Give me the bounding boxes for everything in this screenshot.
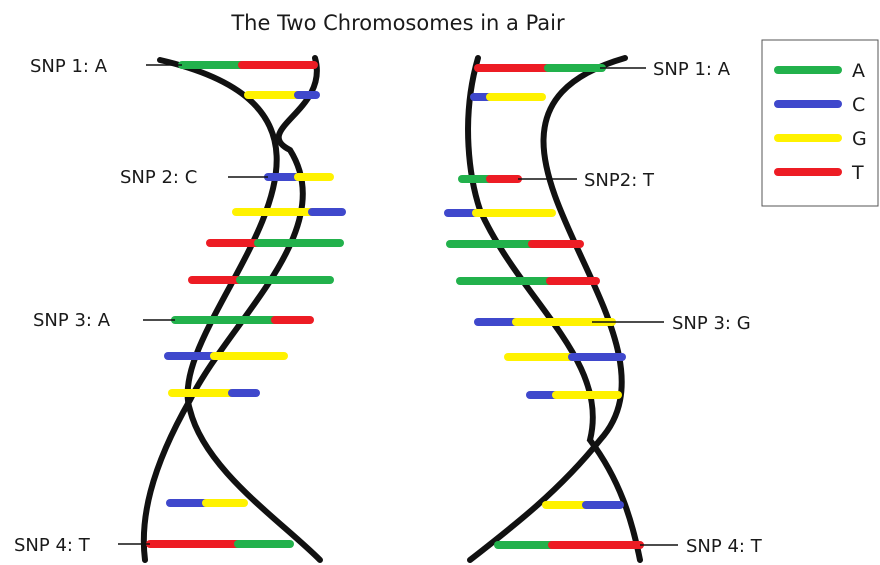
- left-chromosome: SNP 1: A SNP 2: C SNP 3: A SNP 4: T: [14, 56, 342, 560]
- right-chromosome: SNP 1: A SNP2: T SNP 3: G SNP 4: T: [448, 58, 763, 560]
- left-snp4-label: SNP 4: T: [14, 535, 91, 556]
- left-snp1-label: SNP 1: A: [30, 56, 108, 77]
- left-backbone-strand-1: [160, 60, 320, 560]
- left-snp3-label: SNP 3: A: [33, 310, 111, 331]
- legend-label-C: C: [852, 94, 865, 116]
- legend-label-A: A: [852, 60, 865, 82]
- right-snp4-label: SNP 4: T: [686, 536, 763, 557]
- diagram-title: The Two Chromosomes in a Pair: [230, 11, 565, 35]
- right-snp1-label: SNP 1: A: [653, 59, 731, 80]
- right-backbone-strand-1: [470, 58, 625, 560]
- right-snp2-label: SNP2: T: [584, 170, 655, 191]
- left-snp2-label: SNP 2: C: [120, 167, 197, 188]
- right-backbone-strand-2: [468, 58, 640, 560]
- legend-label-T: T: [851, 162, 864, 184]
- right-snp3-label: SNP 3: G: [672, 313, 751, 334]
- left-backbone-strand-2: [144, 58, 317, 560]
- legend-label-G: G: [852, 128, 867, 150]
- left-base-pairs: [150, 65, 342, 544]
